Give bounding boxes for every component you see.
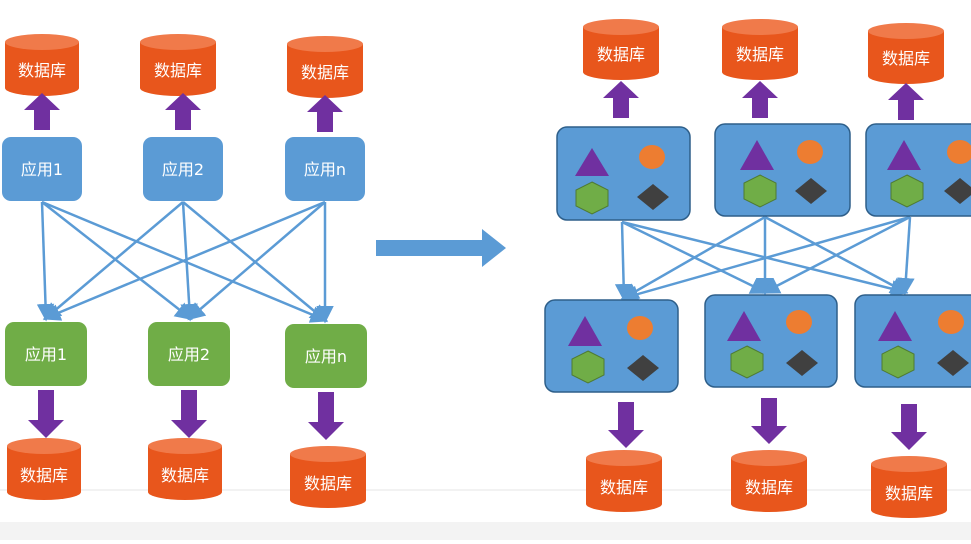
right-up-arrow-2: [742, 81, 778, 118]
diamond-icon: [637, 184, 669, 210]
right-bottom-db-1-label: 数据库: [600, 478, 648, 497]
diamond-icon: [937, 350, 969, 376]
right-up-arrow-1: [603, 81, 639, 118]
triangle-icon: [727, 311, 761, 341]
left-down-arrow-1: [28, 390, 64, 438]
triangle-icon: [887, 140, 921, 170]
right-down-arrow-1: [608, 402, 644, 448]
left-up-arrow-2: [165, 93, 201, 130]
left-top-db-3-label: 数据库: [301, 63, 349, 82]
diamond-icon: [786, 350, 818, 376]
right-bottom-db-1: 数据库: [586, 450, 662, 512]
left-top-app-3: 应用n: [285, 137, 365, 201]
right-bottom-service-3: [854, 294, 971, 388]
left-top-db-1: 数据库: [5, 34, 79, 96]
right-down-arrow-2: [751, 398, 787, 444]
left-top-app-1-label: 应用1: [21, 160, 63, 179]
left-down-arrow-3: [308, 392, 344, 440]
left-bottom-app-2-label: 应用2: [168, 345, 210, 364]
left-top-db-2: 数据库: [140, 34, 216, 96]
diamond-icon: [627, 355, 659, 381]
left-bottom-db-2-label: 数据库: [161, 466, 209, 485]
left-bottom-app-2: 应用2: [148, 322, 230, 386]
left-bottom-db-1-label: 数据库: [20, 466, 68, 485]
left-bottom-app-1: 应用1: [5, 322, 87, 386]
diamond-icon: [944, 178, 971, 204]
left-top-app-1: 应用1: [2, 137, 82, 201]
right-bottom-service-1: [544, 299, 679, 393]
left-down-arrow-2: [171, 390, 207, 438]
transition-arrow: [376, 229, 506, 267]
right-bottom-db-3: 数据库: [871, 456, 947, 518]
right-bottom-service-2: [704, 294, 838, 388]
right-top-service-2: [714, 123, 851, 217]
right-bottom-db-3-label: 数据库: [885, 484, 933, 503]
left-top-app-2-label: 应用2: [162, 160, 204, 179]
hexagon-icon: [571, 350, 605, 384]
right-top-db-2: 数据库: [722, 19, 798, 80]
left-up-arrow-3: [307, 95, 343, 132]
hexagon-icon: [881, 345, 915, 379]
circle-icon: [938, 310, 964, 334]
left-connectors: [36, 200, 334, 324]
left-up-arrow-1: [24, 93, 60, 130]
right-top-db-1-label: 数据库: [597, 45, 645, 64]
triangle-icon: [568, 316, 602, 346]
right-top-service-1: [556, 126, 691, 221]
triangle-icon: [740, 140, 774, 170]
circle-icon: [797, 140, 823, 164]
left-bottom-app-1-label: 应用1: [25, 345, 67, 364]
hexagon-icon: [575, 181, 609, 215]
circle-icon: [639, 145, 665, 169]
right-connectors: [614, 215, 915, 303]
left-top-app-2: 应用2: [143, 137, 223, 201]
circle-icon: [786, 310, 812, 334]
right-up-arrow-3: [888, 83, 924, 120]
circle-icon: [627, 316, 653, 340]
left-bottom-app-3-label: 应用n: [305, 347, 347, 366]
right-top-db-1: 数据库: [583, 19, 659, 80]
left-bottom-db-1: 数据库: [7, 438, 81, 500]
left-bottom-app-3: 应用n: [285, 324, 367, 388]
right-top-db-2-label: 数据库: [736, 45, 784, 64]
left-bottom-db-2: 数据库: [148, 438, 222, 500]
right-bottom-db-2-label: 数据库: [745, 478, 793, 497]
left-bottom-db-3-label: 数据库: [304, 474, 352, 493]
circle-icon: [947, 140, 971, 164]
right-bottom-db-2: 数据库: [731, 450, 807, 512]
right-top-db-3: 数据库: [868, 23, 944, 84]
left-top-db-1-label: 数据库: [18, 61, 66, 80]
diamond-icon: [795, 178, 827, 204]
right-top-service-3: [865, 123, 971, 217]
footer-strip: [0, 522, 971, 540]
right-down-arrow-3: [891, 404, 927, 450]
left-top-db-2-label: 数据库: [154, 61, 202, 80]
left-top-app-3-label: 应用n: [304, 160, 346, 179]
hexagon-icon: [730, 345, 764, 379]
triangle-icon: [575, 148, 609, 176]
triangle-icon: [878, 311, 912, 341]
left-bottom-db-3: 数据库: [290, 446, 366, 508]
left-top-db-3: 数据库: [287, 36, 363, 98]
hexagon-icon: [890, 174, 924, 208]
hexagon-icon: [743, 174, 777, 208]
right-top-db-3-label: 数据库: [882, 49, 930, 68]
